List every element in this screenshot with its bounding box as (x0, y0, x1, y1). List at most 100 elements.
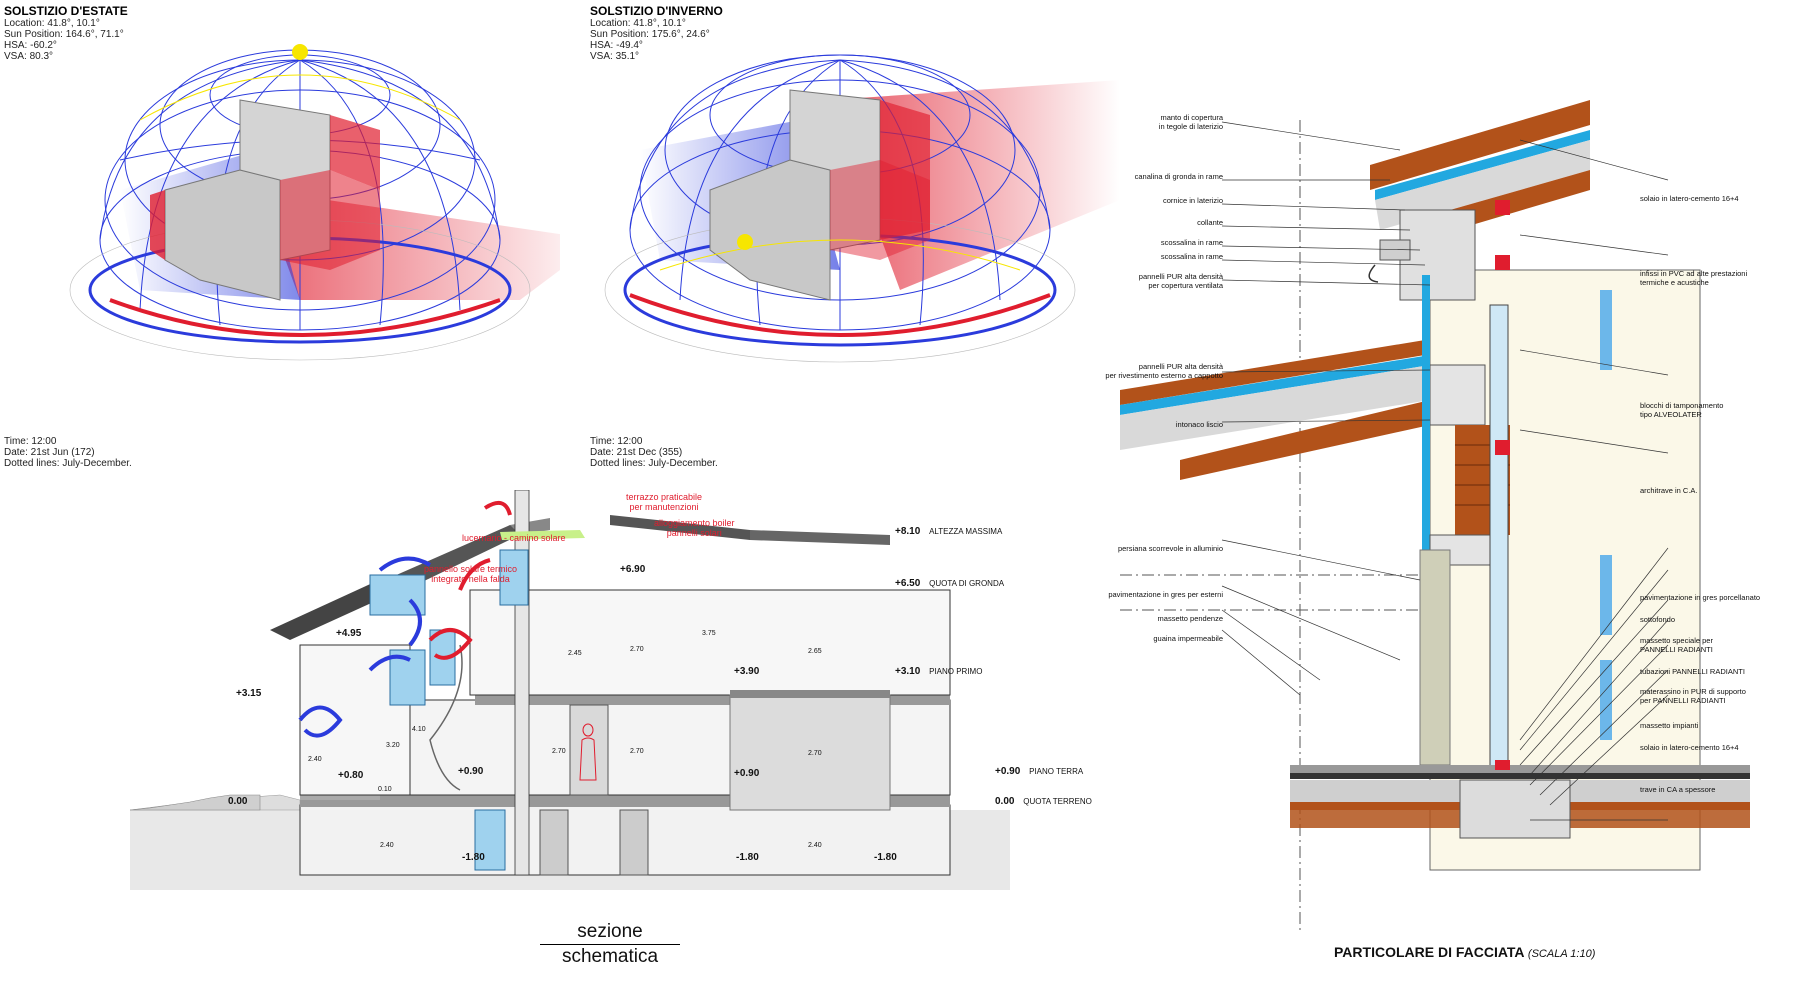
level-650: +6.50 (895, 578, 921, 589)
level-080: +0.80 (338, 770, 364, 781)
winter-foot-note: Dotted lines: July-December. (590, 458, 718, 469)
fr-14: solaio in latero-cemento 16+4 (1640, 743, 1739, 752)
summer-title: SOLSTIZIO D'ESTATE (4, 4, 128, 18)
fl-3: cornice in laterizio (1162, 196, 1223, 205)
section-title-line2: schematica (561, 946, 659, 967)
fl-5: scossalina in rame (1160, 238, 1223, 247)
fl-7: pannelli PUR alta densità (1138, 272, 1223, 281)
fr-13: massetto impianti (1640, 721, 1699, 730)
note-pannello-line1: pannello solare termico (424, 564, 518, 574)
facade-right-labels: solaio in latero-cemento 16+4 infissi in… (1640, 194, 1790, 794)
summer-info-hsa: HSA: -60.2° (4, 40, 57, 51)
level-810: +8.10 (895, 526, 921, 537)
note-terrazzo-line2: per manutenzioni (629, 502, 699, 512)
facade-left-labels: manto di copertura in tegole di laterizi… (1105, 113, 1223, 643)
lower-roof (1120, 340, 1430, 480)
fr-12: per PANNELLI RADIANTI (1640, 696, 1726, 705)
level-m180-b: -1.80 (736, 852, 759, 863)
level-090-b: +0.90 (734, 768, 760, 779)
fl-0: manto di copertura (1160, 113, 1223, 122)
fr-4: tipo ALVEOLATER (1640, 410, 1702, 419)
summer-footer: Time: 12:00 Date: 21st Jun (172) Dotted … (4, 436, 132, 469)
winter-footer: Time: 12:00 Date: 21st Dec (355) Dotted … (590, 436, 718, 469)
window-upper-center (499, 549, 529, 606)
summer-house-model (150, 99, 380, 301)
dim-320: 3.20 (386, 742, 400, 749)
dim-410: 4.10 (412, 726, 426, 733)
fr-6: pavimentazione in gres porcellanato (1640, 593, 1761, 602)
dim-240-b: 2.40 (380, 842, 394, 849)
fr-0: solaio in latero-cemento 16+4 (1640, 194, 1739, 203)
level-315: +3.15 (236, 688, 262, 699)
fr-7: sottofondo (1640, 615, 1676, 624)
section-title: sezione schematica (540, 920, 680, 969)
level-390: +3.90 (734, 666, 760, 677)
winter-foot-time: Time: 12:00 (590, 436, 643, 447)
dim-010: 0.10 (378, 786, 392, 793)
level-m180-c: -1.80 (874, 852, 897, 863)
fl-9: pannelli PUR alta densità (1138, 362, 1223, 371)
dim-265: 2.65 (808, 648, 822, 655)
level-000-left: 0.00 (228, 796, 248, 807)
note-terrazzo-line1: terrazzo praticabile (626, 492, 703, 502)
winter-sun-icon (737, 234, 753, 250)
facade-scale: (SCALA 1:10) (1527, 948, 1596, 960)
note-alloggiamento-line1: alloggiamento boiler (654, 518, 735, 528)
summer-info-location: Location: 41.8°, 10.1° (4, 18, 100, 29)
dim-270-a: 2.70 (630, 646, 644, 653)
winter-sunpath-diagram (604, 54, 1120, 363)
summer-foot-time: Time: 12:00 (4, 436, 57, 447)
fl-11: intonaco liscio (1175, 420, 1223, 429)
winter-house-model (709, 89, 930, 301)
fr-9: PANNELLI RADIANTI (1640, 645, 1713, 654)
level-690: +6.90 (620, 564, 646, 575)
winter-foot-date: Date: 21st Dec (355) (590, 447, 683, 458)
level-650-label: QUOTA DI GRONDA (929, 579, 1005, 588)
window-basement (474, 809, 506, 871)
level-310: +3.10 (895, 666, 921, 677)
fr-15: trave in CA a spessore (1640, 785, 1716, 794)
level-310-label: PIANO PRIMO (929, 667, 983, 676)
winter-header: SOLSTIZIO D'INVERNO Location: 41.8°, 10.… (590, 4, 723, 62)
level-m180-a: -1.80 (462, 852, 485, 863)
facade-title: PARTICOLARE DI FACCIATA (SCALA 1:10) (1334, 944, 1595, 960)
summer-info-vsa: VSA: 80.3° (4, 51, 54, 62)
fr-10: tubazioni PANNELLI RADIANTI (1640, 667, 1745, 676)
level-495: +4.95 (336, 628, 362, 639)
summer-sun-icon (292, 44, 308, 60)
fl-15: guaina impermeabile (1153, 634, 1223, 643)
level-000-right: 0.00 (995, 796, 1015, 807)
dim-240-c: 2.40 (808, 842, 822, 849)
dim-270-c: 2.70 (630, 748, 644, 755)
level-810-label: ALTEZZA MASSIMA (929, 527, 1003, 536)
fr-11: materassino in PUR di supporto (1640, 687, 1746, 696)
note-pannello: pannello solare termico integrato nella … (424, 564, 517, 584)
note-alloggiamento: alloggiamento boiler pannelli solari (654, 518, 735, 538)
winter-info-location: Location: 41.8°, 10.1° (590, 18, 686, 29)
note-terrazzo: terrazzo praticabile per manutenzioni (626, 492, 702, 512)
summer-sunpath-diagram (69, 44, 560, 361)
dim-240-a: 2.40 (308, 756, 322, 763)
fl-6: scossalina in rame (1160, 252, 1223, 261)
facade-title-text: PARTICOLARE DI FACCIATA (1334, 944, 1525, 960)
winter-title: SOLSTIZIO D'INVERNO (590, 4, 723, 18)
fl-10: per rivestimento esterno a cappotto (1105, 371, 1223, 380)
dim-245: 2.45 (568, 650, 582, 657)
note-alloggiamento-line2: pannelli solari (666, 528, 722, 538)
note-lucernario: lucernario - camino solare (462, 533, 566, 543)
level-090-a: +0.90 (458, 766, 484, 777)
dim-270-b: 2.70 (552, 748, 566, 755)
fl-8: per copertura ventilata (1148, 281, 1223, 290)
fr-2: termiche e acustiche (1640, 278, 1709, 287)
fl-14: massetto pendenze (1157, 614, 1223, 623)
level-090-right-label: PIANO TERRA (1029, 767, 1084, 776)
schematic-section-drawing (130, 490, 1010, 890)
fr-3: blocchi di tamponamento (1640, 401, 1724, 410)
section-title-line1: sezione (540, 920, 680, 945)
winter-info-sunpos: Sun Position: 175.6°, 24.6° (590, 29, 710, 40)
fl-1: in tegole di laterizio (1158, 122, 1223, 131)
fr-8: massetto speciale per (1640, 636, 1713, 645)
winter-info-hsa: HSA: -49.4° (590, 40, 643, 51)
winter-info-vsa: VSA: 35.1° (590, 51, 640, 62)
upper-roof (1370, 100, 1590, 230)
